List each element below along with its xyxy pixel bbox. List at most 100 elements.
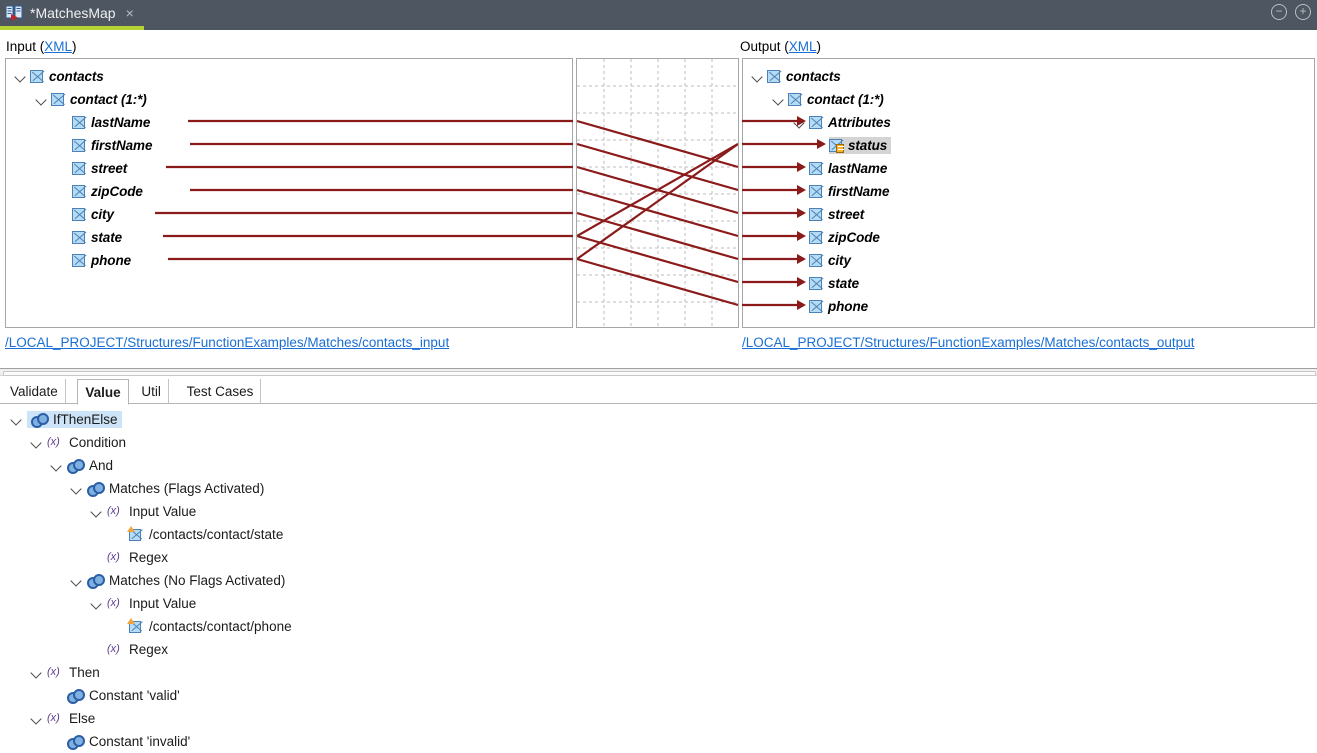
element-icon [72, 162, 87, 175]
tree-item-contact-1[interactable]: contact (1:*) [35, 88, 147, 111]
tree-item-content: state [72, 230, 122, 245]
function-tree-item[interactable]: Constant 'invalid' [50, 730, 190, 753]
tab-validate[interactable]: Validate [3, 379, 66, 403]
function-tree-item-content: (x)Regex [107, 642, 168, 657]
tree-item-street[interactable]: street [793, 203, 864, 226]
twisty-placeholder [110, 620, 123, 633]
chevron-down-icon[interactable] [70, 574, 83, 587]
minimize-icon[interactable]: − [1271, 4, 1287, 20]
input-xml-link[interactable]: XML [44, 39, 73, 54]
function-tree-item[interactable]: /contacts/contact/phone [110, 615, 292, 638]
tree-item-attributes[interactable]: Attributes [793, 111, 891, 134]
tree-item-content: city [809, 253, 851, 268]
tree-item-firstname[interactable]: firstName [793, 180, 889, 203]
chevron-down-icon[interactable] [751, 70, 764, 83]
function-tree-item-content: /contacts/contact/state [127, 526, 283, 542]
tree-item-city[interactable]: city [793, 249, 851, 272]
function-tree-item[interactable]: /contacts/contact/state [110, 523, 283, 546]
function-tree-item-label: Matches (Flags Activated) [109, 481, 265, 496]
twisty-placeholder [56, 185, 69, 198]
tree-item-zipcode[interactable]: zipCode [793, 226, 880, 249]
chevron-down-icon[interactable] [30, 436, 43, 449]
function-tree-item[interactable]: (x)Condition [30, 431, 126, 454]
parameter-icon: (x) [47, 712, 60, 724]
horizontal-splitter[interactable] [0, 368, 1317, 376]
tree-item-firstname[interactable]: firstName [56, 134, 152, 157]
function-tree-item-label: Constant 'valid' [89, 688, 180, 703]
tree-item-content: contact (1:*) [51, 92, 147, 107]
tree-item-contact-1[interactable]: contact (1:*) [772, 88, 884, 111]
chevron-down-icon[interactable] [10, 413, 23, 426]
tree-item-content: lastName [72, 115, 150, 130]
tree-item-state[interactable]: state [793, 272, 859, 295]
tree-item-city[interactable]: city [56, 203, 114, 226]
chevron-down-icon[interactable] [14, 70, 27, 83]
function-tree-item[interactable]: Constant 'valid' [50, 684, 180, 707]
mapping-canvas[interactable] [576, 58, 739, 328]
tree-item-zipcode[interactable]: zipCode [56, 180, 143, 203]
element-icon [72, 208, 87, 221]
function-tree-item[interactable]: Matches (No Flags Activated) [70, 569, 285, 592]
function-tree-item-label: Input Value [129, 596, 197, 611]
function-tree-item[interactable]: IfThenElse [10, 408, 122, 431]
tree-item-content: firstName [809, 184, 889, 199]
chevron-down-icon[interactable] [30, 712, 43, 725]
chevron-down-icon[interactable] [90, 597, 103, 610]
chevron-down-icon[interactable] [30, 666, 43, 679]
tree-item-phone[interactable]: phone [793, 295, 868, 318]
function-tree-item-label: IfThenElse [53, 412, 118, 427]
function-tree-item[interactable]: (x)Then [30, 661, 100, 684]
tree-item-contacts[interactable]: contacts [14, 65, 104, 88]
xpath-icon [127, 526, 144, 542]
output-structure-path-link[interactable]: /LOCAL_PROJECT/Structures/FunctionExampl… [742, 335, 1195, 350]
close-icon[interactable]: × [125, 5, 134, 21]
output-caption-text: Output ( [740, 39, 789, 54]
tree-item-lastname[interactable]: lastName [56, 111, 150, 134]
tree-item-state[interactable]: state [56, 226, 122, 249]
twisty-placeholder [56, 208, 69, 221]
function-tree-item[interactable]: (x)Regex [90, 638, 168, 661]
twisty-placeholder [56, 162, 69, 175]
function-tree-item-label: Matches (No Flags Activated) [109, 573, 286, 588]
tree-item-lastname[interactable]: lastName [793, 157, 887, 180]
tree-item-content: city [72, 207, 114, 222]
parameter-icon: (x) [107, 597, 120, 609]
tab-test-cases[interactable]: Test Cases [180, 379, 262, 403]
editor-tab-matchesmap[interactable]: *MatchesMap × [0, 0, 144, 30]
tree-item-street[interactable]: street [56, 157, 127, 180]
chevron-down-icon[interactable] [772, 93, 785, 106]
canvas-connectors [577, 119, 738, 307]
element-icon [72, 185, 87, 198]
tree-item-label: contacts [786, 69, 841, 84]
tab-util[interactable]: Util [134, 379, 169, 403]
function-tree-item[interactable]: (x) Input Value [90, 592, 196, 615]
function-tree-item-label: Constant 'invalid' [89, 734, 191, 749]
twisty-placeholder [50, 735, 63, 748]
function-icon [87, 481, 105, 497]
function-tree-item[interactable]: Matches (Flags Activated) [70, 477, 264, 500]
tree-item-status[interactable]: status [814, 134, 892, 157]
tree-item-label: city [91, 207, 114, 222]
function-tree-item[interactable]: And [50, 454, 113, 477]
element-icon [809, 277, 824, 290]
function-tree-item[interactable]: (x)Else [30, 707, 95, 730]
function-icon [67, 458, 85, 474]
chevron-down-icon[interactable] [35, 93, 48, 106]
output-xml-link[interactable]: XML [788, 39, 817, 54]
tab-value[interactable]: Value [77, 379, 129, 405]
function-tree-item-content: (x)Regex [107, 550, 168, 565]
function-tree-item[interactable]: (x)Input Value [90, 500, 196, 523]
tree-item-contacts[interactable]: contacts [751, 65, 841, 88]
input-structure-path-link[interactable]: /LOCAL_PROJECT/Structures/FunctionExampl… [5, 335, 450, 350]
tree-item-phone[interactable]: phone [56, 249, 131, 272]
chevron-down-icon[interactable] [70, 482, 83, 495]
function-tree-item[interactable]: (x)Regex [90, 546, 168, 569]
chevron-down-icon[interactable] [50, 459, 63, 472]
maximize-icon[interactable]: + [1295, 4, 1311, 20]
chevron-down-icon[interactable] [90, 505, 103, 518]
chevron-down-icon[interactable] [793, 116, 806, 129]
